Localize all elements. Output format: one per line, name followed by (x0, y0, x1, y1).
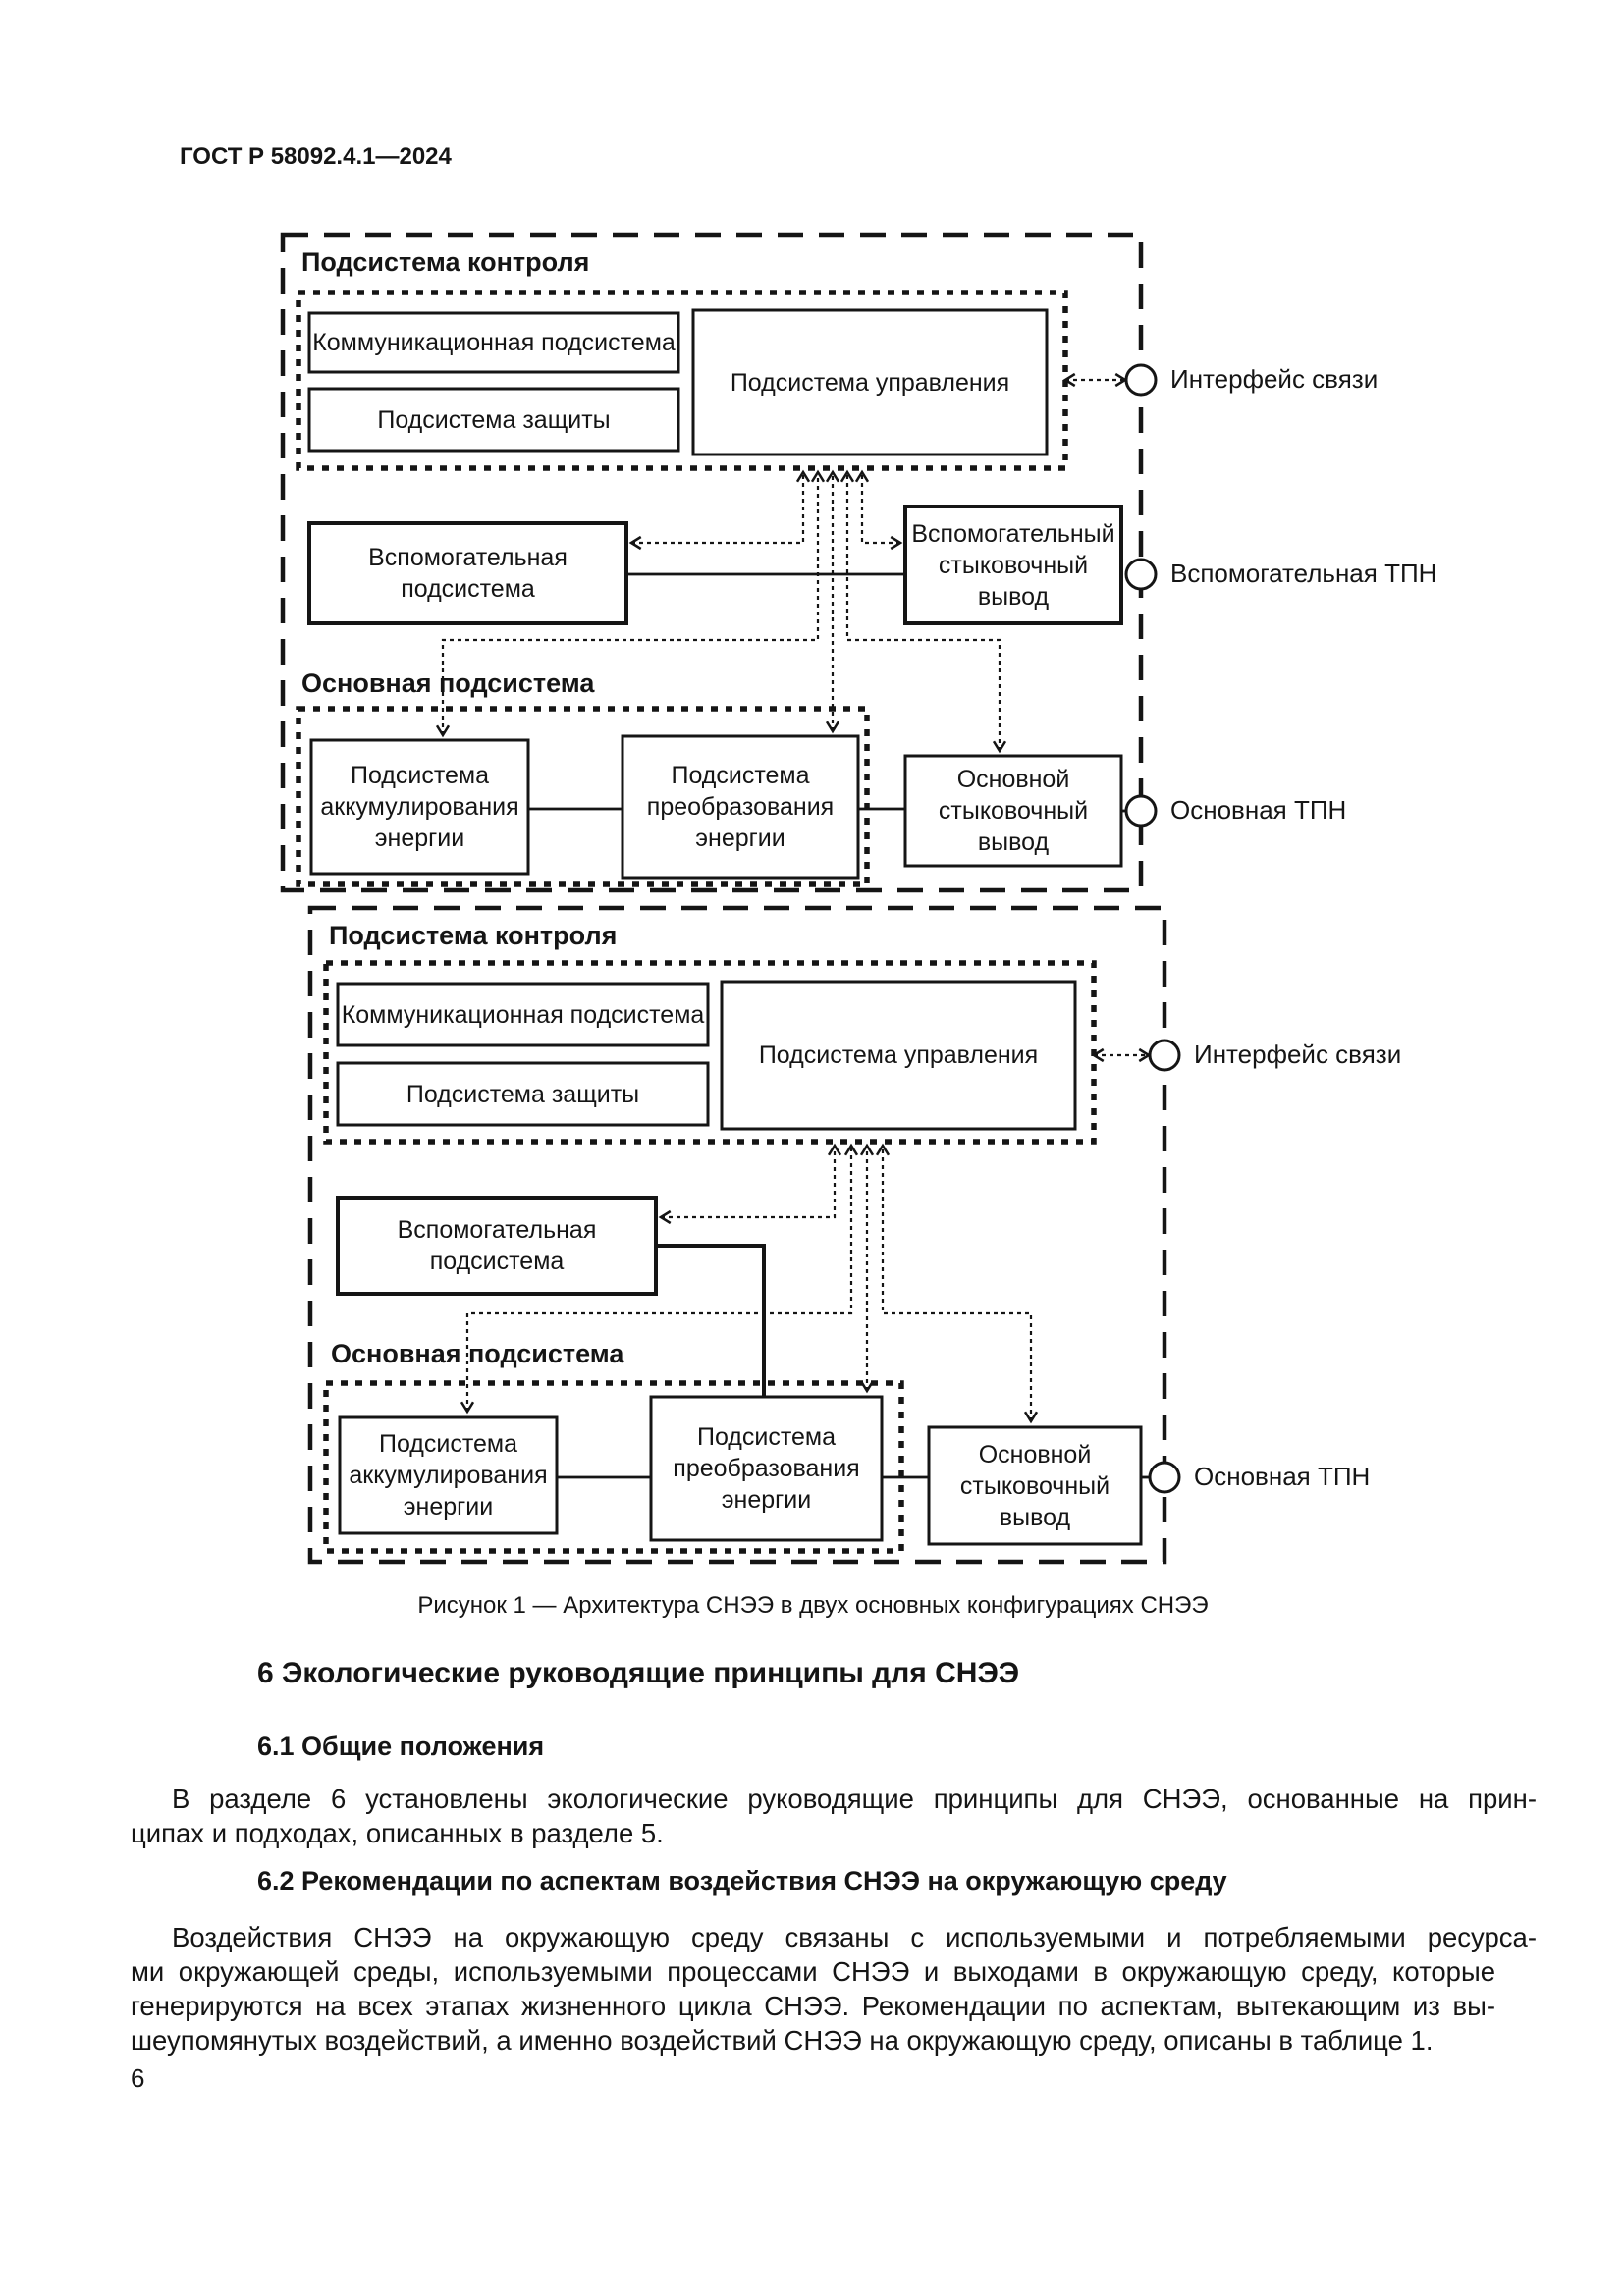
config1-communication-box (307, 311, 680, 374)
figure-caption: Рисунок 1 — Архитектура СНЭЭ в двух осно… (417, 1592, 1209, 1619)
config2-protection-label: Подсистема защиты (406, 1080, 640, 1108)
config2-conversion-box (649, 1395, 884, 1542)
config1-control-area-label: Подсистема контроля (301, 246, 590, 277)
config1-aux-port-label: Вспомогательный стыковочный вывод (911, 519, 1115, 611)
config1-interface-terminal (1124, 363, 1158, 397)
config1-control-label: Подсистема управления (730, 368, 1010, 397)
section-6-heading: 6 Экологические руководящие принципы для… (257, 1657, 1020, 1689)
config2-auxiliary-box (336, 1196, 658, 1296)
config2-storage-box (338, 1415, 559, 1535)
config1-communication-label: Коммуникационная подсистема (312, 329, 676, 356)
config2-communication-box (336, 982, 710, 1047)
config1-main-tpn-terminal-label: Основная ТПН (1170, 795, 1347, 826)
config1-aux-tpn-terminal (1124, 558, 1158, 591)
config2-main-area-label: Основная подсистема (331, 1338, 624, 1368)
config1-auxiliary-label: Вспомогательная подсистема (368, 544, 568, 603)
config1-storage-label: Подсистема аккумулирования энергии (320, 762, 519, 852)
config1-interface-terminal-label: Интерфейс связи (1170, 364, 1379, 395)
config1-storage-box (309, 738, 530, 876)
section-6-2-heading: 6.2 Рекомендации по аспектам воздействия… (257, 1866, 1227, 1896)
config1-control-box (691, 308, 1049, 456)
config1-link-storage (435, 469, 826, 738)
config1-aux-tpn-terminal-label: Вспомогательная ТПН (1170, 559, 1437, 589)
config1-main-port-box (903, 754, 1123, 868)
running-header: ГОСТ Р 58092.4.1—2024 (180, 143, 452, 170)
config1-outer-boundary (280, 232, 1144, 893)
config2-interface-terminal-label: Интерфейс связи (1194, 1040, 1402, 1070)
config2-interface-terminal (1148, 1039, 1181, 1072)
config1-conversion-box (621, 734, 860, 880)
config1-auxiliary-box (307, 521, 628, 625)
config2-main-tpn-terminal-label: Основная ТПН (1194, 1462, 1371, 1492)
config2-protection-box (336, 1061, 710, 1127)
config2-main-port-label: Основной стыковочный вывод (959, 1440, 1110, 1531)
config2-communication-label: Коммуникационная подсистема (341, 1000, 705, 1029)
paragraph-6-2-line-3: генерируются на всех этапах жизненного ц… (131, 1991, 1495, 2021)
config1-link-aux-port (854, 469, 903, 551)
config1-link-auxiliary (628, 469, 811, 551)
config1-main-area-label: Основная подсистема (301, 667, 595, 698)
config2-storage-label: Подсистема аккумулирования энергии (349, 1430, 548, 1521)
config2-link-storage (460, 1143, 859, 1415)
page-number: 6 (131, 2063, 145, 2093)
paragraph-6-2-line-1: Воздействия СНЭЭ на окружающую среду свя… (172, 1922, 1537, 1952)
config2-main-port-box (927, 1425, 1143, 1546)
section-6-1-heading: 6.1 Общие положения (257, 1732, 545, 1761)
config2-main-tpn-terminal (1148, 1461, 1181, 1494)
config2-control-label: Подсистема управления (758, 1041, 1039, 1069)
paragraph-6-1-line-2: ципах и подходах, описанных в разделе 5. (131, 1818, 664, 1848)
paragraph-6-2-line-2: ми окружающей среды, используемыми проце… (131, 1956, 1495, 1987)
config2-wire-aux-conversion (656, 1244, 766, 1397)
config2-control-box (720, 980, 1077, 1131)
config2-auxiliary-label: Вспомогательная подсистема (397, 1216, 597, 1275)
config1-link-main-port (839, 469, 1007, 754)
config2-main-subsystem-frame (323, 1380, 904, 1554)
config1-protection-box (307, 387, 680, 453)
config2-link-auxiliary (658, 1143, 842, 1225)
config2-conversion-label: Подсистема преобразования энергии (673, 1423, 860, 1514)
paragraph-6-2-line-4: шеупомянутых воздействий, а именно возде… (131, 2025, 1434, 2056)
config1-conversion-label: Подсистема преобразования энергии (646, 762, 835, 852)
config1-aux-port-box (903, 505, 1123, 625)
paragraph-6-1-line-1: В разделе 6 установлены экологические ру… (172, 1784, 1537, 1814)
config2-outer-boundary (307, 905, 1167, 1565)
config1-protection-label: Подсистема защиты (377, 405, 611, 434)
config1-main-tpn-terminal (1124, 794, 1158, 828)
config2-link-main-port (875, 1143, 1039, 1424)
config1-main-port-label: Основной стыковочный вывод (938, 766, 1089, 856)
config2-control-area-label: Подсистема контроля (329, 920, 618, 950)
